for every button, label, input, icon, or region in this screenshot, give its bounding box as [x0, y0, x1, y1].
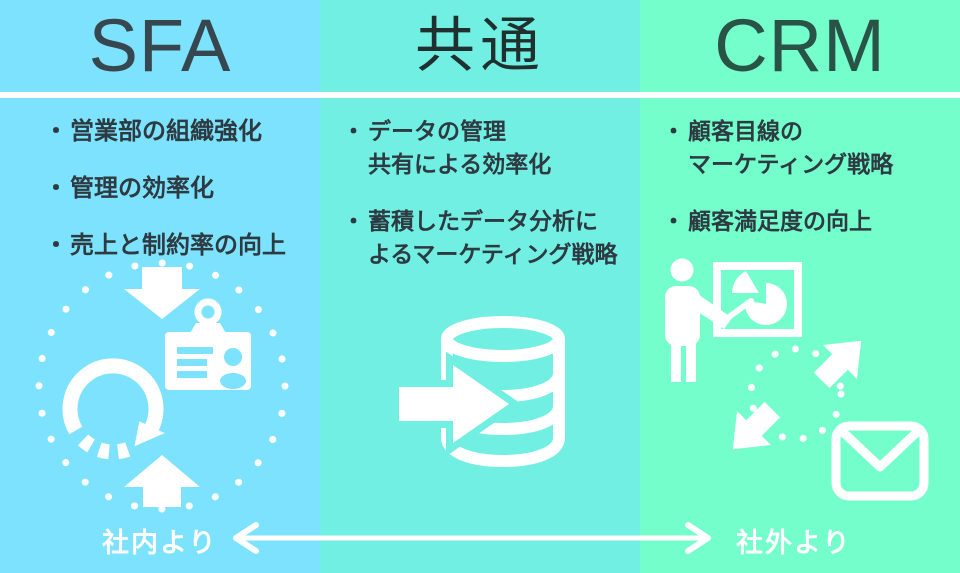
double-arrow-icon	[212, 522, 732, 554]
column-sfa-title: SFA	[88, 4, 232, 87]
bullet-text: データの管理共有による効率化	[368, 118, 552, 177]
bullet-marker: ・	[662, 118, 685, 144]
footer-label-internal: 社内より	[102, 528, 218, 558]
dotted-circle	[35, 259, 289, 513]
presenter-chart-icon	[652, 256, 802, 386]
column-crm-header: CRM	[640, 0, 960, 92]
bullet-text: 顧客満足度の向上	[688, 208, 872, 234]
dotted-circle	[747, 345, 845, 443]
arrow-sw-icon	[732, 401, 781, 450]
column-common-bullets: ・ データの管理共有による効率化 ・ 蓄積したデータ分析によるマーケティング戦略	[320, 92, 640, 271]
column-crm-bullets: ・ 顧客目線のマーケティング戦略 ・ 顧客満足度の向上	[640, 92, 960, 238]
pie-chart-icon	[744, 283, 787, 325]
bullet-text: 蓄積したデータ分析によるマーケティング戦略	[368, 208, 618, 267]
list-item: ・ 営業部の組織強化	[44, 115, 314, 148]
column-sfa: SFA ・ 営業部の組織強化 ・ 管理の効率化 ・ 売上と制約率の向上	[0, 0, 320, 573]
column-common-header: 共通	[320, 0, 640, 92]
bullet-marker: ・	[342, 208, 365, 234]
bullet-marker: ・	[662, 208, 685, 234]
cycle-idcard-icon	[30, 255, 295, 517]
arrow-right-icon	[395, 351, 522, 457]
bullet-text: 営業部の組織強化	[70, 118, 262, 145]
column-crm: CRM ・ 顧客目線のマーケティング戦略 ・ 顧客満足度の向上	[640, 0, 960, 573]
list-item: ・ 売上と制約率の向上	[44, 229, 314, 262]
bullet-text: 顧客目線のマーケティング戦略	[688, 118, 894, 177]
list-item: ・ 蓄積したデータ分析によるマーケティング戦略	[342, 205, 634, 271]
column-sfa-header: SFA	[0, 0, 320, 92]
arrow-down-icon	[124, 267, 200, 319]
bullet-marker: ・	[342, 118, 365, 144]
list-item: ・ 管理の効率化	[44, 172, 314, 205]
bullet-marker: ・	[44, 232, 68, 259]
footer-label-external: 社外より	[736, 528, 852, 558]
database-import-icon	[395, 313, 570, 473]
list-item: ・ 顧客満足度の向上	[662, 205, 954, 238]
column-crm-title: CRM	[714, 4, 886, 87]
column-common-title: 共通	[415, 12, 545, 79]
arrow-up-icon	[124, 455, 200, 507]
bullet-marker: ・	[44, 118, 68, 145]
column-common: 共通 ・ データの管理共有による効率化 ・ 蓄積したデータ分析によるマーケティン…	[320, 0, 640, 573]
bullet-text: 売上と制約率の向上	[70, 232, 286, 259]
column-sfa-bullets: ・ 営業部の組織強化 ・ 管理の効率化 ・ 売上と制約率の向上	[0, 92, 320, 262]
list-item: ・ データの管理共有による効率化	[342, 115, 634, 181]
mail-icon	[830, 420, 930, 502]
bullet-text: 管理の効率化	[70, 175, 214, 202]
header-divider	[0, 92, 960, 98]
list-item: ・ 顧客目線のマーケティング戦略	[662, 115, 954, 181]
arrow-ne-icon	[813, 340, 862, 389]
bullet-marker: ・	[44, 175, 68, 202]
cycle-arrows-icon	[718, 320, 878, 475]
